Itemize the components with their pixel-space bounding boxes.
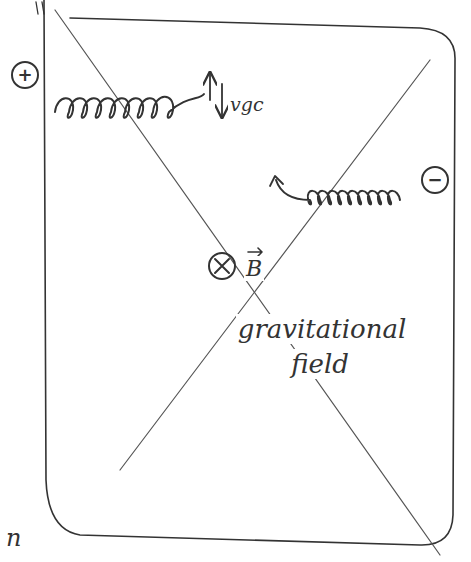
velocity-arrow [221,84,223,116]
charge-circle: + [11,61,39,89]
ion-orbit [55,94,204,118]
field-label: gravitational field [236,314,407,379]
diagonal-line [55,10,440,555]
field-label: gravitational field [214,312,428,382]
field-label: B [244,256,264,281]
cut-off-text: n [4,522,23,554]
charge-sign: − [427,171,442,189]
charge-sign: + [17,66,32,84]
field-into-page-symbol [215,259,229,273]
charge-circle: − [421,166,449,194]
diagonal-line [120,60,430,470]
field-into-page-symbol [209,253,235,279]
vector-arrow [248,248,262,256]
velocity-arrow [209,74,211,100]
electron-orbit [276,180,400,204]
cut-off-text: n [4,524,23,552]
corner-mark [36,2,44,14]
velocity-label: vgc [228,93,266,115]
orbit-arrowhead [270,176,283,186]
velocity-label: vgc [228,92,266,118]
field-label: B [244,254,264,284]
